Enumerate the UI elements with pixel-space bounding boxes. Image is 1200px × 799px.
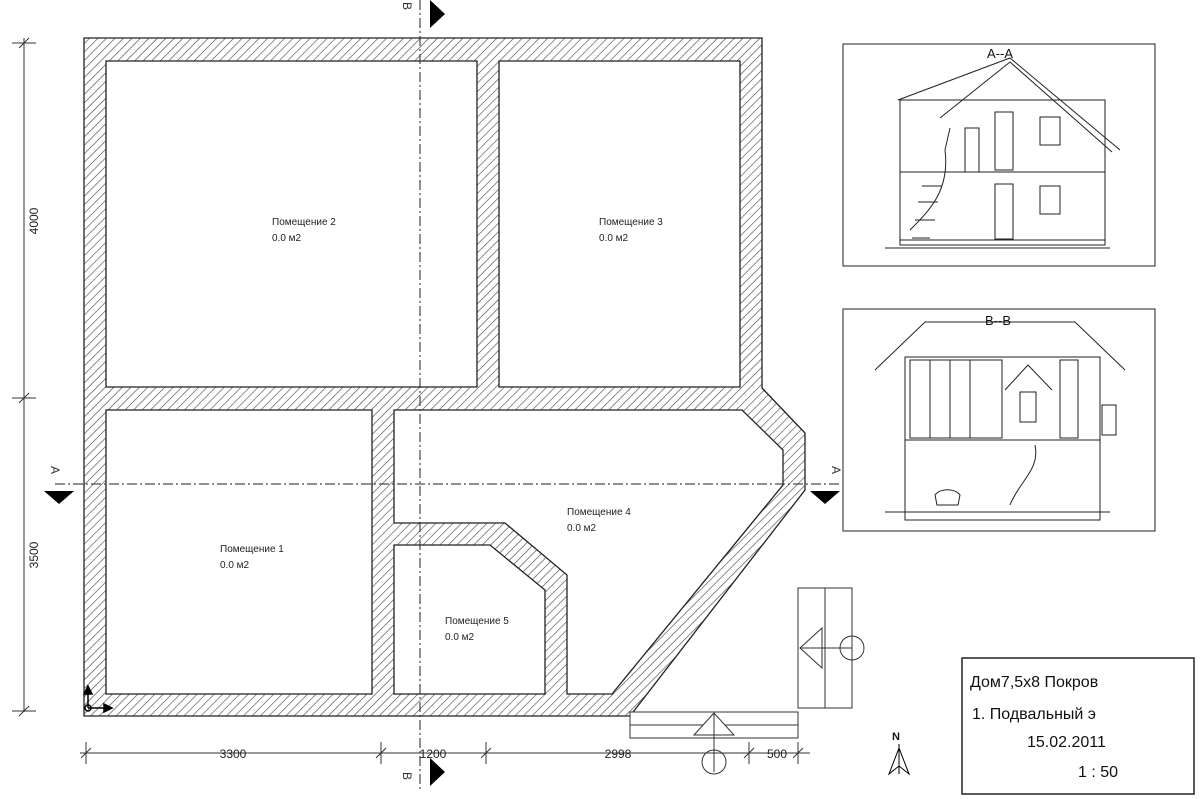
room-area: 0.0 м2 — [272, 233, 302, 244]
origin-marker-icon — [82, 684, 114, 714]
room-4-label: Помещение 4 0.0 м2 — [567, 507, 631, 534]
room-area: 0.0 м2 — [567, 523, 597, 534]
section-view-a-label: A--A — [987, 46, 1013, 61]
section-marker-b-bottom: B — [400, 758, 445, 786]
left-dimension-chain — [12, 37, 36, 717]
north-label: N — [892, 731, 900, 743]
section-view-a: A--A — [842, 43, 1156, 267]
dimension-bottom-2: 1200 — [420, 747, 447, 761]
section-marker-b-top: B — [400, 0, 445, 28]
title-date: 15.02.2011 — [1027, 734, 1106, 751]
section-letter-b-bottom: B — [400, 772, 414, 780]
section-axes — [55, 0, 840, 790]
title-sheet-name: 1. Подвальный э — [972, 706, 1096, 723]
section-letter-a-left: A — [48, 466, 62, 474]
room-area: 0.0 м2 — [220, 560, 250, 571]
north-arrow-icon: N — [887, 731, 911, 776]
elevation-marker-right-icon — [797, 587, 865, 709]
elevation-marker-bottom-icon — [629, 711, 799, 775]
exterior-and-interior-walls — [83, 37, 806, 717]
room-name: Помещение 2 — [272, 217, 336, 228]
dimension-left-upper: 4000 — [27, 207, 41, 234]
bottom-dimension-chain — [80, 742, 810, 764]
dimension-left-lower: 3500 — [27, 541, 41, 568]
room-name: Помещение 3 — [599, 217, 663, 228]
section-letter-b-top: B — [400, 2, 414, 10]
title-project-name: Дом7,5x8 Покров — [970, 674, 1098, 691]
room-name: Помещение 1 — [220, 544, 284, 555]
section-b-drawing — [874, 321, 1126, 521]
title-scale: 1 : 50 — [1078, 764, 1118, 781]
section-view-b-label: B--B — [985, 313, 1011, 328]
section-view-b: B--B — [842, 308, 1156, 532]
section-marker-a-left: A — [44, 466, 74, 504]
room-name: Помещение 4 — [567, 507, 631, 518]
room-3-label: Помещение 3 0.0 м2 — [599, 217, 663, 244]
room-area: 0.0 м2 — [445, 632, 475, 643]
room-5-label: Помещение 5 0.0 м2 — [445, 616, 509, 643]
room-2-label: Помещение 2 0.0 м2 — [272, 217, 336, 244]
dimension-bottom-4: 500 — [767, 747, 787, 761]
room-1-label: Помещение 1 0.0 м2 — [220, 544, 284, 571]
title-block: Дом7,5x8 Покров 1. Подвальный э 15.02.20… — [961, 657, 1195, 795]
section-marker-a-right: A — [810, 466, 843, 504]
section-letter-a-right: A — [829, 466, 843, 474]
room-name: Помещение 5 — [445, 616, 509, 627]
dimension-bottom-1: 3300 — [220, 747, 247, 761]
dimension-bottom-3: 2998 — [605, 747, 632, 761]
section-a-drawing — [885, 57, 1121, 249]
room-area: 0.0 м2 — [599, 233, 629, 244]
